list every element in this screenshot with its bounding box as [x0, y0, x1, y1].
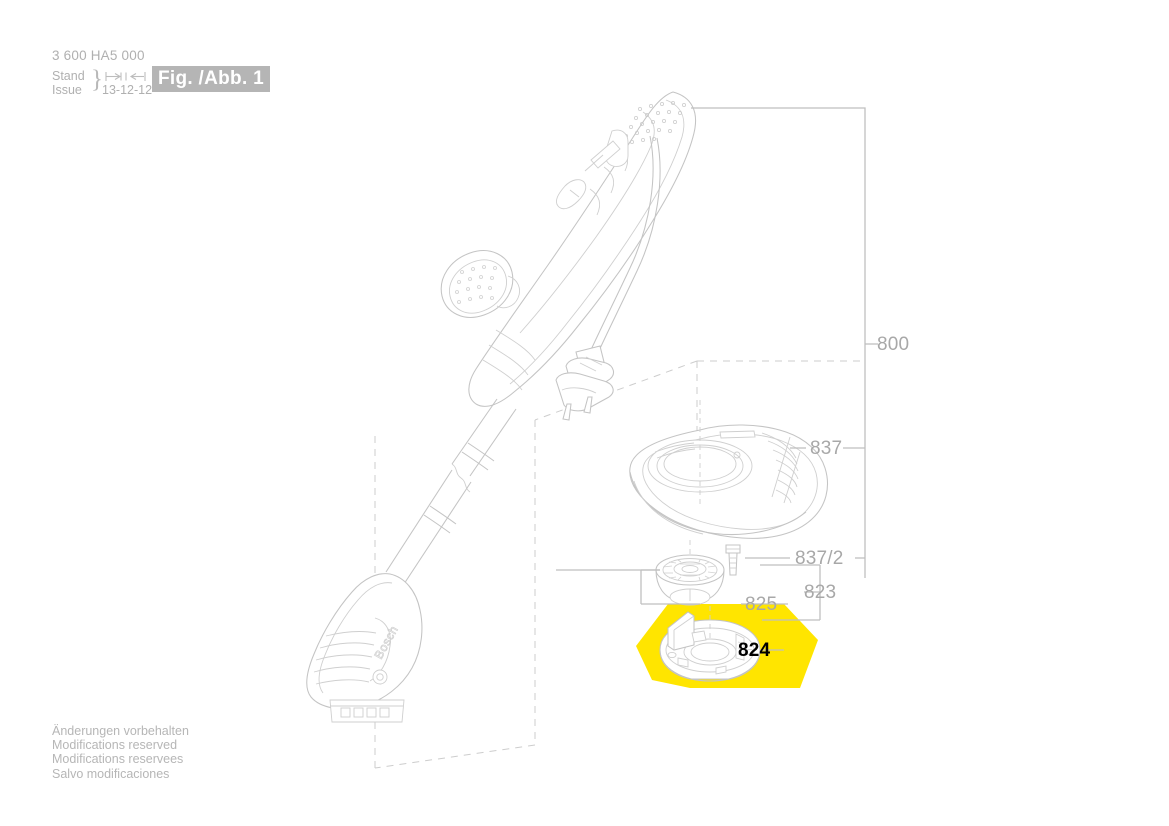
- aux-handle-texture: [455, 265, 497, 304]
- figure-badge: Fig. /Abb. 1: [152, 66, 270, 92]
- callout-label-800: 800: [877, 334, 910, 355]
- footer-line-fr: Modifications reservees: [52, 752, 184, 767]
- line-spool-825: [655, 540, 725, 606]
- callout-label-823: 823: [804, 582, 837, 603]
- trimmer-main-assembly: Bosch: [306, 91, 697, 723]
- issue-info-row: Stand Issue } 13-12-12 Fig. /Abb. 1: [52, 66, 472, 100]
- protective-guard-837: [629, 400, 828, 539]
- handle-grip-texture: [618, 100, 687, 148]
- spool-winding-texture: [662, 559, 717, 581]
- guard-rib-pattern: [761, 432, 801, 504]
- callout-label-837-2: 837/2: [795, 548, 844, 569]
- spool-cover-cap-824: [659, 606, 761, 682]
- dimension-arrow-icon: [105, 72, 146, 81]
- document-header: 3 600 HA5 000 Stand Issue }: [52, 48, 472, 100]
- callout-label-837: 837: [810, 438, 843, 459]
- issue-date: 13-12-12: [102, 83, 153, 97]
- document-footer: Änderungen vorbehalten Modifications res…: [52, 724, 189, 781]
- callout-leader-lines: [556, 107, 878, 651]
- stand-issue-labels: Stand Issue: [52, 69, 85, 97]
- stand-label: Stand: [52, 69, 85, 83]
- callout-label-824: 824: [738, 640, 771, 661]
- footer-line-es: Salvo modificaciones: [52, 766, 170, 781]
- power-plug: [555, 345, 615, 421]
- document-number: 3 600 HA5 000: [52, 48, 145, 63]
- footer-line-en: Modifications reserved: [52, 738, 178, 753]
- footer-line-de: Änderungen vorbehalten: [52, 724, 189, 738]
- guard-screw-837-2: [725, 544, 741, 576]
- issue-label: Issue: [52, 82, 82, 97]
- housing-vent-slots: [340, 707, 390, 718]
- brace-glyph: }: [91, 66, 103, 93]
- callout-label-825: 825: [745, 594, 778, 615]
